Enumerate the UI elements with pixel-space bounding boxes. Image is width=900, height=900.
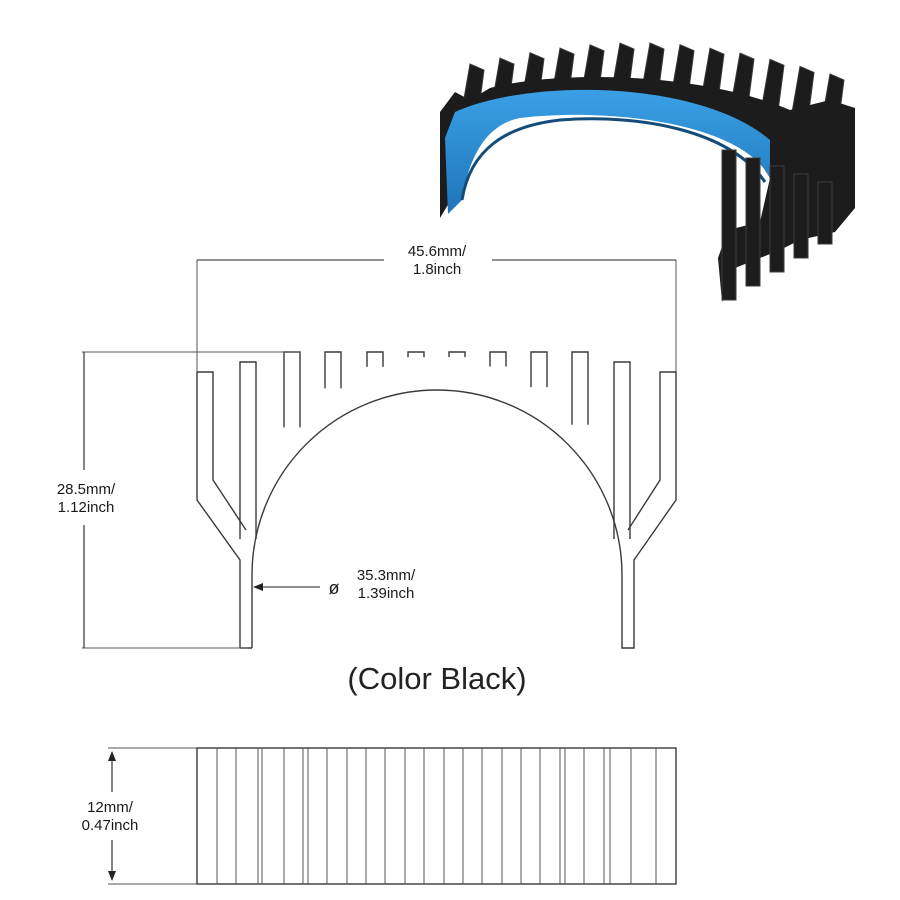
- profile-fin: [571, 351, 589, 425]
- photo-side-fin: [721, 149, 737, 301]
- profile-fin: [407, 351, 425, 358]
- height-dimension: 28.5mm/ 1.12inch: [57, 351, 300, 649]
- profile-fin: [489, 351, 507, 367]
- photo-side-fin: [817, 181, 833, 245]
- profile-fin: [239, 361, 257, 539]
- profile-fin: [530, 351, 548, 388]
- height-dimension-inch: 1.12inch: [58, 499, 115, 516]
- diameter-symbol: ø: [329, 578, 340, 598]
- heatsink-profile-outline: [196, 371, 677, 649]
- profile-fin: [613, 361, 631, 539]
- depth-dimension: 12mm/ 0.47inch: [82, 747, 197, 885]
- thermal-pad: [445, 89, 770, 214]
- heatsink-side-view: [196, 747, 677, 885]
- heatsink-front-view-outline: [196, 351, 677, 649]
- width-dimension-mm: 45.6mm/: [408, 243, 467, 260]
- side-view-fin-lines: [216, 748, 657, 884]
- depth-dimension-inch: 0.47inch: [82, 817, 139, 834]
- diameter-dimension-mm: 35.3mm/: [357, 567, 416, 584]
- heatsink-side-fins: [721, 149, 833, 301]
- photo-side-fin: [793, 173, 809, 259]
- thermal-pad-inner-edge: [460, 117, 767, 201]
- profile-fin: [283, 351, 301, 428]
- side-view-outline: [196, 747, 677, 885]
- width-dimension-inch: 1.8inch: [413, 261, 461, 278]
- diameter-dimension: ø 35.3mm/ 1.39inch: [253, 567, 416, 602]
- color-caption: (Color Black): [347, 661, 526, 696]
- photo-side-fin: [769, 165, 785, 273]
- width-dimension: 45.6mm/ 1.8inch: [196, 243, 677, 372]
- height-dimension-mm: 28.5mm/: [57, 481, 116, 498]
- diameter-dimension-inch: 1.39inch: [358, 585, 415, 602]
- profile-fin: [366, 351, 384, 367]
- depth-dimension-mm: 12mm/: [87, 799, 134, 816]
- profile-fin: [448, 351, 466, 358]
- heatsink-product-photo: [440, 42, 855, 302]
- photo-side-fin: [745, 157, 761, 287]
- profile-fin: [324, 351, 342, 389]
